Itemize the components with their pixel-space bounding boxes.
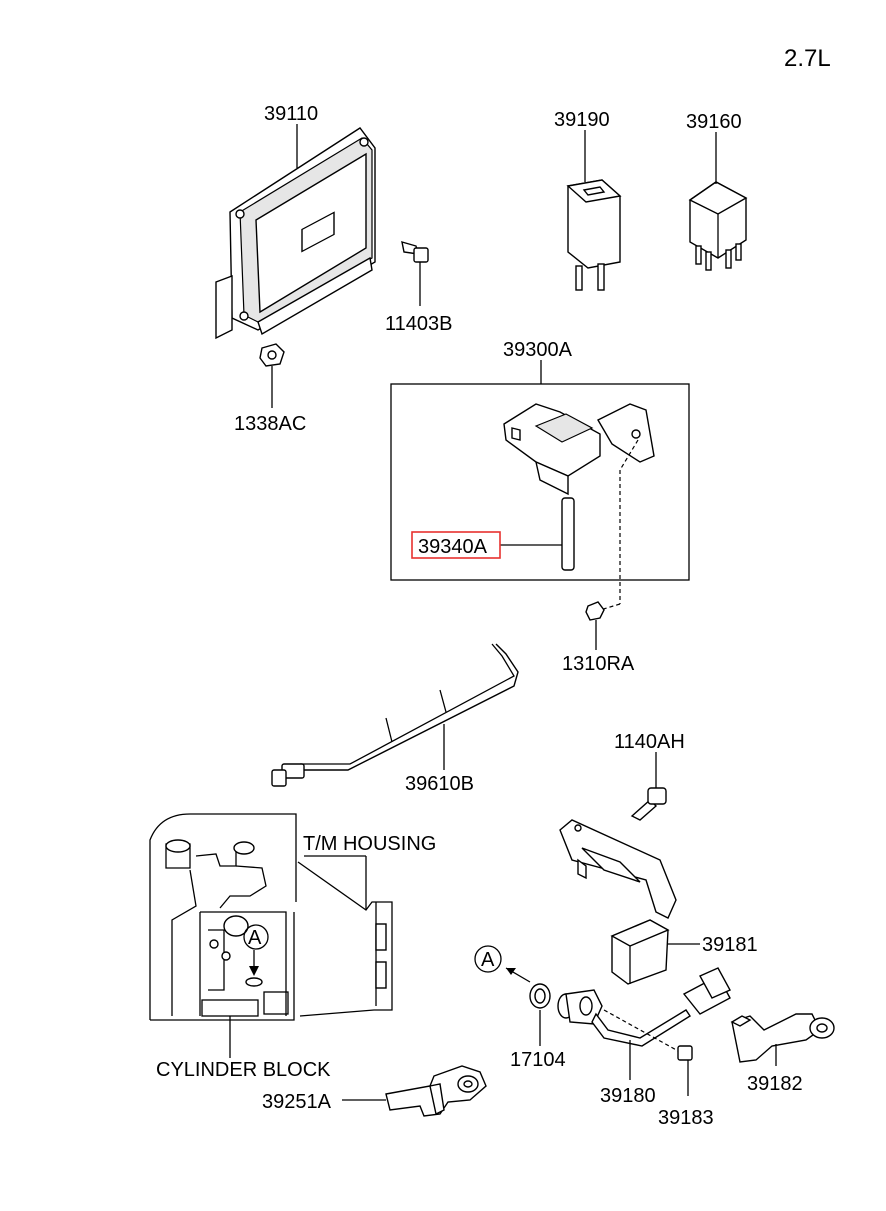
nut-1310RA[interactable]	[585, 601, 605, 621]
engine-cutaway	[149, 813, 393, 1021]
label-39180[interactable]: 39180	[600, 1085, 656, 1107]
label-cylinder-block[interactable]: CYLINDER BLOCK	[156, 1059, 331, 1081]
label-1338AC[interactable]: 1338AC	[234, 413, 306, 435]
label-39182[interactable]: 39182	[747, 1073, 803, 1095]
relay-39160[interactable]	[688, 181, 748, 271]
map-sensor-39300A[interactable]	[503, 403, 655, 496]
label-1310RA[interactable]: 1310RA	[562, 653, 635, 675]
wiring-harness-39610B[interactable]	[271, 643, 519, 787]
reference-a-label: A	[481, 949, 495, 971]
relay-39190[interactable]	[566, 179, 622, 291]
label-17104[interactable]: 17104	[510, 1049, 566, 1071]
label-39190[interactable]: 39190	[554, 109, 610, 131]
reference-a-circle-engine	[243, 924, 269, 950]
label-39251A[interactable]: 39251A	[262, 1091, 332, 1113]
ecu-module[interactable]	[215, 127, 376, 340]
label-1140AH[interactable]: 1140AH	[614, 731, 685, 753]
nut-1338AC[interactable]	[259, 343, 285, 367]
label-39340A[interactable]: 39340A	[418, 536, 488, 558]
bracket-39182[interactable]	[730, 1013, 835, 1063]
reference-a-label-engine: A	[248, 927, 262, 949]
bracket-39251A[interactable]	[385, 1065, 487, 1117]
label-tm-housing[interactable]: T/M HOUSING	[303, 833, 436, 855]
label-39181[interactable]: 39181	[702, 934, 758, 956]
bolt-39183[interactable]	[677, 1045, 693, 1061]
label-39160[interactable]: 39160	[686, 111, 742, 133]
bracket-sensor-mount[interactable]	[559, 819, 677, 919]
crank-sensor-39180[interactable]	[557, 967, 731, 1047]
bolt-11403B[interactable]	[401, 241, 429, 263]
label-39610B[interactable]: 39610B	[405, 773, 474, 795]
bolt-1140AH[interactable]	[630, 787, 667, 821]
hose-39340A[interactable]	[561, 497, 575, 571]
label-39340A-highlight	[411, 531, 501, 559]
label-39110[interactable]: 39110	[264, 103, 318, 125]
engine-label: 2.7L	[784, 45, 831, 72]
label-39183[interactable]: 39183	[658, 1107, 714, 1129]
assembly-box-39300A	[390, 383, 690, 581]
label-39300A[interactable]: 39300A	[503, 339, 573, 361]
washer-17104[interactable]	[529, 983, 551, 1009]
reference-a-circle	[474, 945, 502, 973]
clip-39181[interactable]	[610, 919, 670, 985]
label-11403B[interactable]: 11403B	[385, 313, 452, 335]
